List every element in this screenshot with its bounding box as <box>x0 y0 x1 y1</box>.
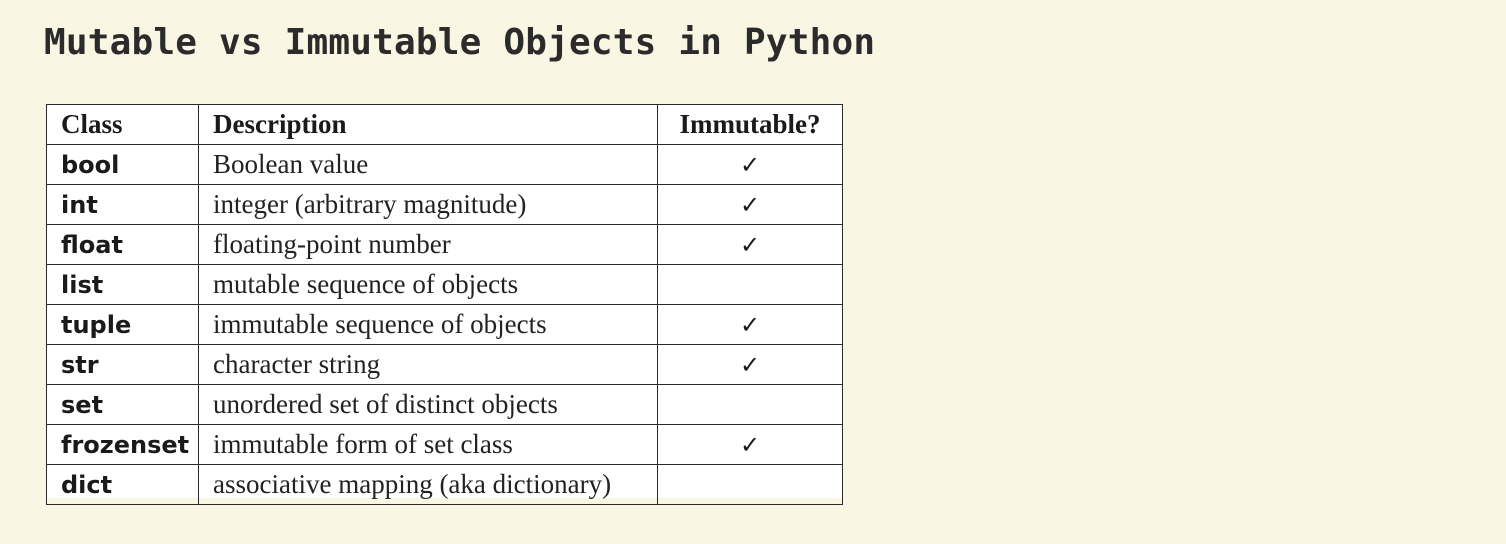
description-cell: character string <box>198 344 658 385</box>
header-immutable: Immutable? <box>657 104 843 145</box>
class-name-cell: str <box>46 344 199 385</box>
description-cell: Boolean value <box>198 144 658 185</box>
class-name-cell: frozenset <box>46 424 199 465</box>
class-name-cell: float <box>46 224 199 265</box>
description-cell: immutable sequence of objects <box>198 304 658 345</box>
class-name-cell: dict <box>46 464 199 505</box>
class-name-cell: list <box>46 264 199 305</box>
class-name-cell: int <box>46 184 199 225</box>
immutable-cell: ✓ <box>657 304 843 345</box>
immutable-cell: ✓ <box>657 424 843 465</box>
header-description: Description <box>198 104 658 145</box>
description-cell: integer (arbitrary magnitude) <box>198 184 658 225</box>
table-header-row: Class Description Immutable? <box>46 104 843 145</box>
checkmark-icon: ✓ <box>739 150 761 179</box>
immutable-cell <box>657 384 843 425</box>
class-name-cell: tuple <box>46 304 199 345</box>
immutable-cell: ✓ <box>657 344 843 385</box>
checkmark-icon: ✓ <box>739 350 761 379</box>
description-cell: associative mapping (aka dictionary) <box>198 464 658 505</box>
checkmark-icon: ✓ <box>739 230 761 259</box>
class-name-cell: set <box>46 384 199 425</box>
class-name-cell: bool <box>46 144 199 185</box>
header-class: Class <box>46 104 199 145</box>
description-cell: unordered set of distinct objects <box>198 384 658 425</box>
description-cell: floating-point number <box>198 224 658 265</box>
checkmark-icon: ✓ <box>739 430 761 459</box>
immutable-cell: ✓ <box>657 184 843 225</box>
immutable-cell <box>657 264 843 305</box>
description-cell: mutable sequence of objects <box>198 264 658 305</box>
checkmark-icon: ✓ <box>739 190 761 219</box>
checkmark-icon: ✓ <box>739 310 761 339</box>
description-cell: immutable form of set class <box>198 424 658 465</box>
immutable-cell: ✓ <box>657 144 843 185</box>
page-title: Mutable vs Immutable Objects in Python <box>44 22 876 63</box>
immutable-cell <box>657 464 843 505</box>
immutable-cell: ✓ <box>657 224 843 265</box>
